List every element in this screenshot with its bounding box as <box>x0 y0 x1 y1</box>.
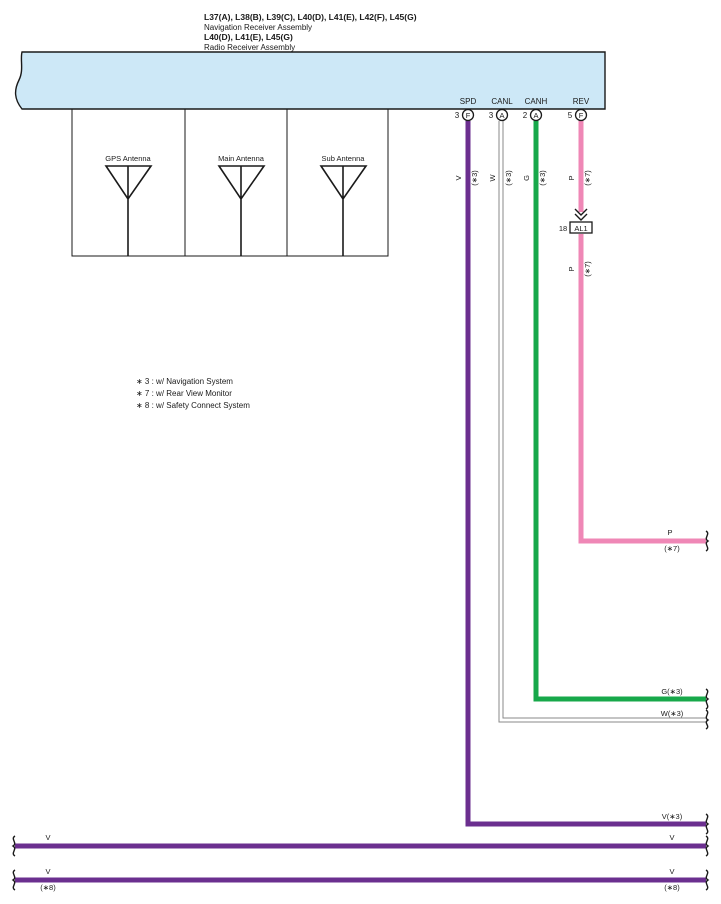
bottom-v-right-label: V <box>669 867 674 876</box>
pin-number-rev: 5 <box>568 111 573 120</box>
sub-antenna-label: Sub Antenna <box>322 154 366 163</box>
svg-text:F: F <box>466 111 471 120</box>
bottom-v-left-label: V <box>45 867 50 876</box>
svg-text:F: F <box>579 111 584 120</box>
gps-antenna-label: GPS Antenna <box>105 154 151 163</box>
wire-label-canh-color: G <box>522 175 531 181</box>
wire-spd-violet <box>465 121 706 827</box>
splice-connector-box <box>569 221 593 234</box>
continuation-bracket-v-bottom <box>705 869 710 891</box>
splice-chevron-icon <box>574 208 588 221</box>
sub-antenna-box <box>286 108 389 257</box>
right-continuation-brackets <box>705 530 710 891</box>
output-g-label: G(∗3) <box>661 687 683 696</box>
note-safety-connect: ∗ 8 : w/ Safety Connect System <box>136 401 250 410</box>
gps-antenna-box <box>71 108 186 257</box>
wire-label-spd-note: (∗3) <box>470 170 479 186</box>
wire-label-spd-color: V <box>454 175 463 180</box>
through-v-left-label: V <box>45 833 50 842</box>
wire-label-canl-color: W <box>488 174 497 182</box>
pin-connector-canl: A <box>495 108 509 122</box>
wire-canh-green <box>533 121 706 702</box>
output-v3-label: V(∗3) <box>662 812 683 821</box>
continuation-bracket-g <box>705 688 710 710</box>
wire-label-rev-note: (∗7) <box>583 170 592 186</box>
continuation-bracket-v-mid <box>705 835 710 857</box>
assembly-name-radio: Radio Receiver Assembly <box>204 43 295 52</box>
wire-label-canh-note: (∗3) <box>538 170 547 186</box>
note-navigation: ∗ 3 : w/ Navigation System <box>136 377 233 386</box>
output-p-note: (∗7) <box>664 544 680 553</box>
pin-name-canl: CANL <box>491 97 513 106</box>
wire-label-canl-note: (∗3) <box>504 170 513 186</box>
continuation-bracket-p <box>705 530 710 552</box>
pin-name-rev: REV <box>573 97 590 106</box>
assembly-name-navigation: Navigation Receiver Assembly <box>204 23 312 32</box>
splice-connector-label: AL1 <box>574 224 587 233</box>
splice-wire-note: (∗7) <box>583 261 592 277</box>
note-rear-view: ∗ 7 : w/ Rear View Monitor <box>136 389 232 398</box>
splice-wire-color: P <box>567 266 576 271</box>
main-antenna-label: Main Antenna <box>218 154 265 163</box>
continuation-bracket-left-mid <box>11 835 16 857</box>
pin-connector-canh: A <box>529 108 543 122</box>
bottom-v-right-note: (∗8) <box>664 883 680 892</box>
output-p-label: P <box>667 528 672 537</box>
continuation-bracket-v3 <box>705 813 710 835</box>
left-continuation-brackets <box>11 835 16 891</box>
splice-connector-number: 18 <box>559 224 567 233</box>
assembly-codes-radio: L40(D), L41(E), L45(G) <box>204 32 293 42</box>
pin-connector-rev: F <box>574 108 588 122</box>
svg-text:A: A <box>499 111 504 120</box>
pin-number-spd: 3 <box>455 111 460 120</box>
pin-number-canh: 2 <box>523 111 528 120</box>
assembly-codes-title: L37(A), L38(B), L39(C), L40(D), L41(E), … <box>204 12 417 22</box>
bottom-v-left-note: (∗8) <box>40 883 56 892</box>
main-antenna-box <box>184 108 288 257</box>
through-v-right-label: V <box>669 833 674 842</box>
wire-rev-pink-lower <box>578 234 706 544</box>
continuation-bracket-w <box>705 709 710 730</box>
wire-canl-white <box>498 121 706 723</box>
continuation-bracket-left-bottom <box>11 869 16 891</box>
pin-number-canl: 3 <box>489 111 494 120</box>
pin-connector-spd: F <box>461 108 475 122</box>
output-w-label: W(∗3) <box>661 709 684 718</box>
pin-name-spd: SPD <box>460 97 477 106</box>
wire-label-rev-color: P <box>567 175 576 180</box>
receiver-assembly-block <box>14 51 606 110</box>
pin-name-canh: CANH <box>525 97 548 106</box>
svg-text:A: A <box>533 111 538 120</box>
